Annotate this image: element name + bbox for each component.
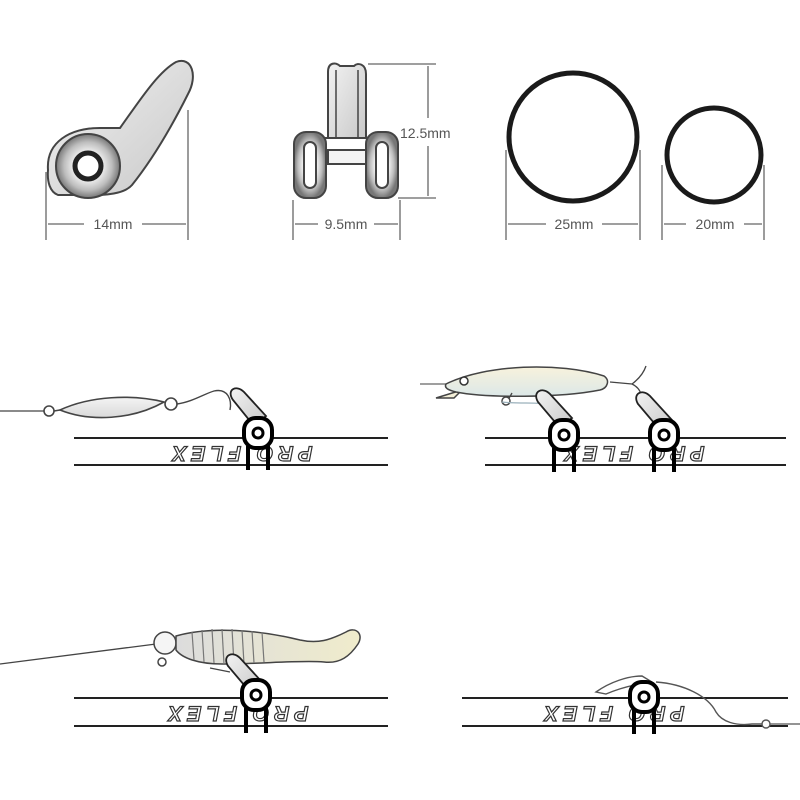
rod-2: PRO FLEX — [485, 437, 786, 466]
keeper-front-view — [293, 62, 399, 199]
keeper-3 — [225, 653, 272, 733]
spoon-lure — [0, 389, 232, 419]
ring-small — [664, 105, 764, 205]
rod-3-brand: PRO FLEX — [163, 701, 308, 724]
rod-1: PRO FLEX — [74, 437, 388, 466]
keeper-1 — [229, 387, 274, 470]
height-label: 12.5mm — [400, 125, 451, 141]
ring-large-label: 25mm — [555, 216, 594, 232]
depth-label: 9.5mm — [325, 216, 368, 232]
keeper-2b — [635, 391, 680, 472]
rod-1-brand: PRO FLEX — [167, 441, 312, 464]
rod-3: PRO FLEX — [74, 697, 388, 727]
height-dimension — [368, 63, 436, 199]
rod-4-brand: PRO FLEX — [539, 701, 684, 724]
ring-large — [506, 70, 640, 204]
rod-4: PRO FLEX — [462, 697, 788, 727]
ring-small-dimension — [661, 165, 765, 240]
keeper-side-view — [46, 59, 194, 199]
rod-2-brand: PRO FLEX — [559, 441, 704, 464]
ring-large-dimension — [505, 150, 641, 240]
worm-lure — [0, 628, 361, 673]
minnow-lure — [420, 365, 647, 406]
width-dimension — [45, 110, 189, 240]
ring-small-label: 20mm — [696, 216, 735, 232]
keeper-2a — [535, 389, 580, 472]
keeper-4 — [628, 680, 660, 734]
width-label: 14mm — [94, 216, 133, 232]
depth-dimension — [292, 200, 401, 240]
